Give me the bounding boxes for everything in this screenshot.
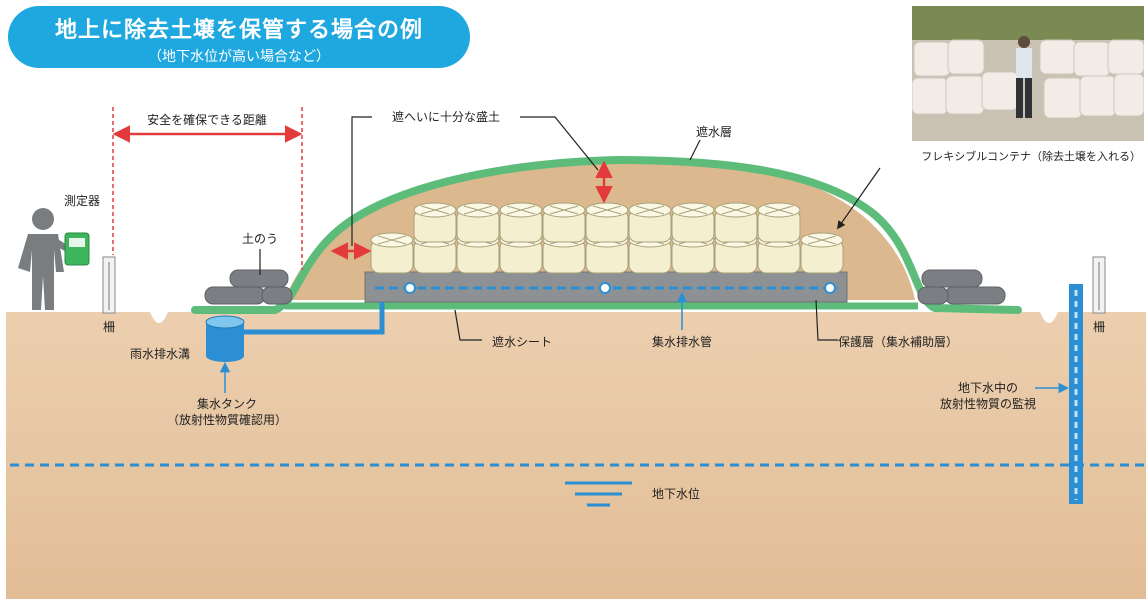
fence-left	[102, 256, 116, 314]
sheet-leader	[454, 309, 482, 341]
container-bag	[714, 202, 758, 243]
container-bag	[628, 202, 672, 243]
photo-worker	[1016, 36, 1032, 118]
drain-hole	[599, 282, 611, 294]
container-bag	[757, 202, 801, 243]
container-bag	[370, 232, 414, 274]
label-tank-line1: 集水タンク	[197, 396, 257, 411]
flexible-containers	[370, 202, 844, 274]
container-bag	[456, 202, 500, 243]
page-subtitle: （地下水位が高い場合など）	[148, 49, 330, 65]
label-measuring-device: 測定器	[64, 193, 100, 208]
label-shielding-soil: 遮へいに十分な盛土	[392, 109, 500, 124]
label-sandbag: 土のう	[242, 232, 278, 246]
container-bag	[800, 232, 844, 274]
container-bag	[499, 202, 543, 243]
container-bag	[671, 202, 715, 243]
protective-leader	[815, 299, 838, 341]
container-bag	[542, 202, 586, 243]
fence-right	[1092, 256, 1106, 314]
impermeable-leader	[689, 139, 701, 161]
rain-gutter-left	[150, 312, 168, 323]
drain-hole	[824, 282, 836, 294]
drain-hole	[404, 282, 416, 294]
container-photo	[912, 6, 1144, 141]
water-tank	[205, 315, 245, 362]
water-level-icon	[565, 481, 632, 507]
container-bag	[413, 202, 457, 243]
label-impermeable-layer: 遮水層	[696, 124, 732, 139]
label-rain-gutter: 雨水排水溝	[130, 347, 190, 361]
shielding-leader-left	[351, 116, 372, 246]
tank-pipe	[244, 302, 385, 335]
title-banner: 地上に除去土壌を保管する場合の例 （地下水位が高い場合など）	[8, 6, 470, 68]
sandbags-left	[204, 269, 293, 305]
container-leader	[837, 167, 881, 230]
ground-soil	[6, 312, 1146, 599]
label-monitor-line1: 地下水中の	[958, 380, 1018, 395]
label-impermeable-sheet: 遮水シート	[492, 334, 552, 349]
rain-gutter-right	[1040, 312, 1058, 323]
measuring-device-icon	[64, 232, 90, 266]
label-fence-left: 柵	[103, 320, 115, 334]
page-title: 地上に除去土壌を保管する場合の例	[54, 18, 423, 43]
person-figure	[18, 208, 72, 310]
label-drain-pipe: 集水排水管	[652, 334, 712, 349]
label-flexible-container: フレキシブルコンテナ（除去土壌を入れる）	[921, 149, 1141, 163]
label-safe-distance: 安全を確保できる距離	[147, 112, 267, 127]
label-monitor-line2: 放射性物質の監視	[940, 396, 1036, 411]
label-protective-layer: 保護層（集水補助層）	[838, 334, 958, 349]
sandbags-right	[917, 269, 1006, 305]
label-groundwater-level: 地下水位	[652, 486, 700, 501]
container-bag	[585, 202, 629, 243]
impermeable-layer	[191, 156, 1022, 314]
label-tank-line2: （放射性物質確認用）	[167, 412, 287, 427]
label-fence-right: 柵	[1093, 320, 1105, 334]
shielding-leader-right	[520, 116, 599, 171]
